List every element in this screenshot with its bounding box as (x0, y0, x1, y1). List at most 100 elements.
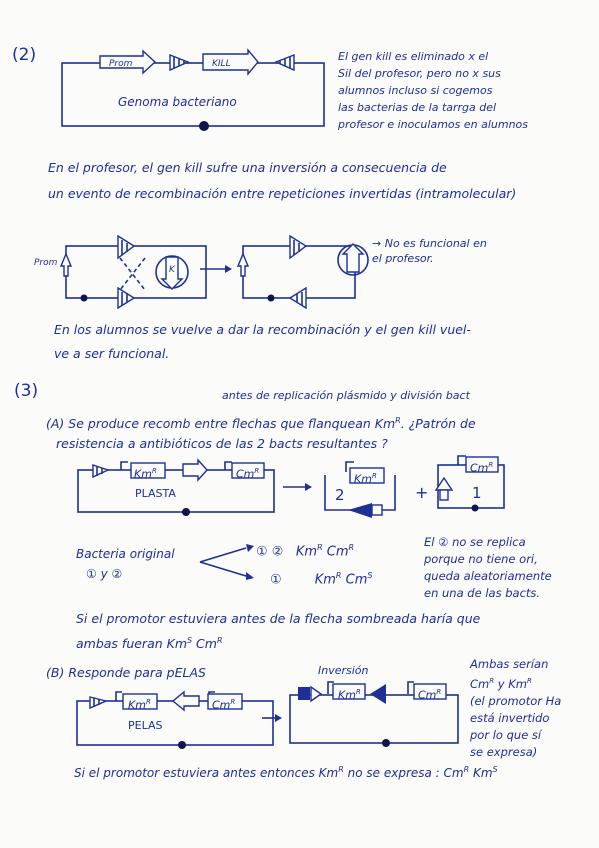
result-km: Km (314, 572, 336, 588)
question-a-text: Se produce recomb entre flechas que flan… (68, 416, 396, 432)
final-line-tail: no se expresa : Cm (343, 766, 464, 780)
superscript: R (317, 543, 323, 552)
replication-annotation: antes de replicación plásmido y división… (222, 389, 470, 402)
result-km: Km (295, 544, 318, 560)
genome-label: Genoma bacteriano (118, 95, 237, 109)
pelas-inverted-plasmid (289, 681, 459, 747)
b-note: Ambas serían CmR y KmR (el promotor Ha e… (470, 656, 561, 761)
promoter-line: Si el promotor estuviera antes de la fle… (76, 611, 481, 626)
final-line-text: Si el promotor estuviera antes entonces … (74, 766, 339, 780)
km-gene-label-frag2: KmR (354, 469, 377, 487)
result-nums: ① (270, 572, 282, 588)
superscript: R (254, 467, 260, 475)
km-label: Km (354, 472, 372, 486)
promoter-line: ambas fueran KmS CmR (76, 630, 480, 655)
note-line: Sil del profesor, pero no x sus (338, 67, 501, 80)
question-a: (A) Se produce recomb entre flechas que … (46, 411, 476, 454)
superscript: R (338, 765, 344, 774)
superscript: S (367, 571, 373, 580)
original-label-line: ① y ② (86, 567, 123, 581)
b-note-line: se expresa) (470, 744, 538, 759)
result-row-2: ① KmR CmS (270, 566, 372, 589)
gene-kill-note: El gen kill es eliminado x el Sil del pr… (338, 48, 528, 133)
km-gene-label-inverted: KmR (338, 685, 361, 703)
pelas-plasmid (76, 690, 274, 749)
question-a-tail: . ¿Patrón de (400, 416, 476, 432)
superscript: R (463, 765, 470, 774)
superscript: R (355, 688, 361, 696)
promoter-line-text: ambas fueran Km (76, 636, 187, 652)
replicate-line: en una de las bacts. (424, 586, 541, 600)
question-b-label: (B) (46, 665, 65, 680)
cm-label: Cm (236, 467, 255, 481)
students-line: En los alumnos se vuelve a dar la recomb… (54, 322, 471, 337)
result-nums: ① ② (256, 544, 284, 560)
result-row-1: ① ② KmR CmR (256, 538, 354, 561)
not-functional-note: → No es funcional en el profesor. (372, 236, 487, 266)
b-note-km: y Km (494, 676, 527, 691)
b-note-line: por lo que sí (470, 727, 542, 742)
superscript: R (216, 636, 223, 645)
superscript: S (187, 636, 193, 645)
superscript: R (488, 461, 494, 469)
result-cm: Cm (345, 572, 368, 588)
b-note-line: está invertido (470, 710, 550, 725)
km-gene-label-b: KmR (128, 695, 151, 713)
note-line: alumnos incluso si cogemos (338, 84, 493, 97)
replicate-note: El ② no se replica porque no tiene ori, … (424, 534, 552, 602)
question-a-label: (A) (46, 416, 65, 432)
plasta-label: PLASTA (135, 487, 176, 500)
superscript: R (151, 467, 157, 475)
km-label: Km (338, 688, 356, 702)
km-gene-label-a: KmR (134, 464, 157, 482)
fragment-1 (434, 455, 505, 512)
superscript: R (145, 698, 151, 706)
cm-label: Cm (470, 461, 489, 475)
origin-dot (199, 121, 209, 131)
superscript: R (335, 571, 342, 580)
promoter-line-tail: Cm (192, 636, 217, 652)
note-line: profesor e inoculamos en alumnos (338, 118, 529, 131)
b-note-line: (el promotor Ha (470, 693, 562, 708)
superscript: R (436, 688, 442, 696)
k-gene-label: K (169, 265, 176, 275)
inversion-label: Inversión (318, 664, 369, 677)
not-functional-line: el profesor. (372, 252, 434, 265)
question-a-line-1: (A) Se produce recomb entre flechas que … (46, 411, 476, 434)
repeat-arrow-1 (169, 53, 190, 72)
superscript: R (526, 677, 532, 685)
superscript: R (348, 543, 355, 552)
repeat-arrow-2 (274, 53, 295, 72)
b-note-line: CmR y KmR (470, 673, 561, 693)
km-label: Km (128, 698, 146, 712)
fragment-1-number: 1 (472, 484, 482, 502)
prom-arrow: Prom (99, 49, 157, 75)
kill-gene-label: KILL (212, 59, 231, 69)
question-a-line-2: resistencia a antibióticos de las 2 bact… (56, 436, 388, 452)
section-number-2: (2) (12, 45, 37, 65)
inversion-explanation: En el profesor, el gen kill sufre una in… (48, 155, 516, 207)
fragment-2-number: 2 (335, 486, 345, 504)
cm-gene-label-a: CmR (236, 464, 259, 482)
pelas-label: PELAS (128, 719, 163, 732)
explanation-line: un evento de recombinación entre repetic… (48, 186, 517, 201)
diagram-prom-label: Prom (34, 258, 58, 268)
original-label-line: Bacteria original (76, 547, 175, 561)
cm-gene-label-inverted: CmR (418, 685, 441, 703)
superscript: R (395, 416, 401, 425)
b-note-cm: Cm (470, 676, 490, 691)
note-line: El gen kill es eliminado x el (338, 50, 489, 63)
final-line-tail-2: Km (469, 766, 493, 780)
final-line: Si el promotor estuviera antes entonces … (74, 760, 498, 783)
replicate-line: queda aleatoriamente (424, 569, 552, 583)
cm-gene-label-b: CmR (212, 695, 235, 713)
note-line: las bacterias de la tarrga del (338, 101, 497, 114)
students-note: En los alumnos se vuelve a dar la recomb… (54, 318, 471, 366)
explanation-line: En el profesor, el gen kill sufre una in… (48, 160, 447, 175)
fragment-2 (324, 461, 396, 518)
replicate-line: porque no tiene ori, (424, 552, 538, 566)
km-label: Km (134, 467, 152, 481)
